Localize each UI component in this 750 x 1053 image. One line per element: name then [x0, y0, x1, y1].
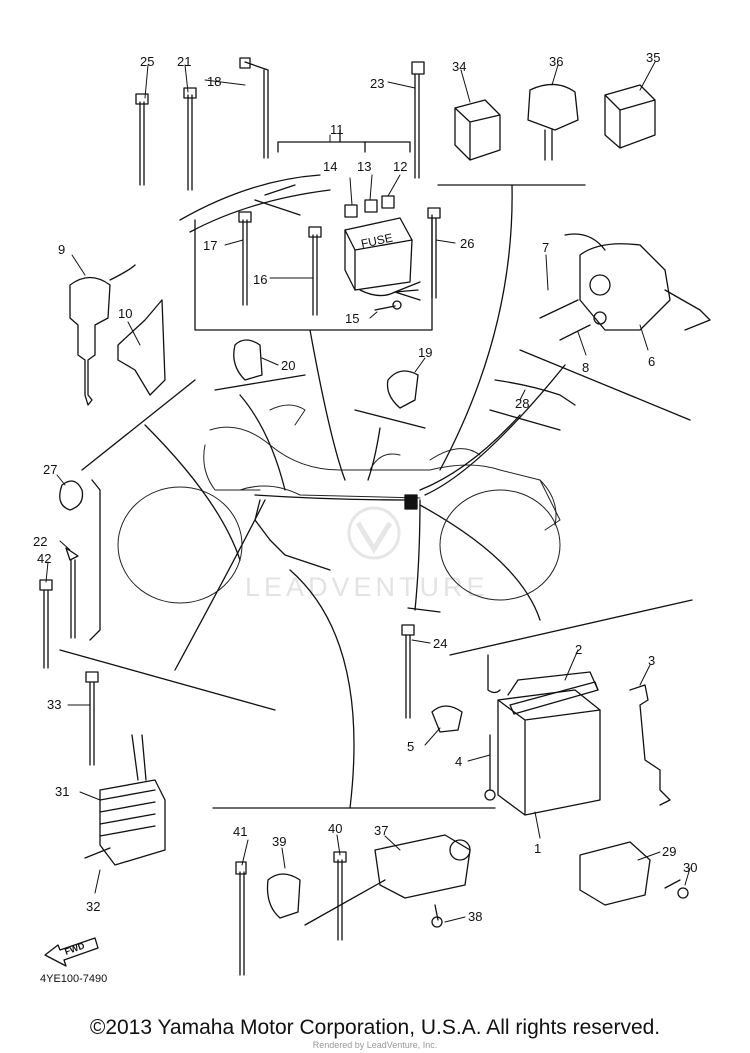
lead-3	[629, 684, 671, 806]
regulator	[99, 779, 166, 866]
watermark-text: LEADVENTURE	[245, 572, 489, 602]
callout-40: 40	[328, 821, 342, 836]
callout-17: 17	[203, 238, 217, 253]
bracket-right-mid	[519, 349, 691, 421]
relay-34	[454, 99, 501, 161]
callout-13: 13	[357, 159, 371, 174]
watermark-logo	[347, 506, 401, 560]
part-code: 4YE100-7490	[40, 973, 108, 985]
wiring-diagram: FUSE FWD 1 2 3 4 5 6 7 8 9 10 11 12 13 1…	[33, 50, 711, 976]
callout-15: 15	[345, 311, 359, 326]
callout-36: 36	[549, 54, 563, 69]
clamp-19	[386, 370, 419, 409]
callout-31: 31	[55, 784, 69, 799]
callout-34: 34	[452, 59, 466, 74]
callout-42: 42	[37, 551, 51, 566]
callout-27: 27	[43, 462, 57, 477]
bracket-20	[214, 374, 306, 391]
callout-22: 22	[33, 534, 47, 549]
callout-18: 18	[207, 74, 221, 89]
callout-10: 10	[118, 306, 132, 321]
ignition-switch	[579, 243, 671, 331]
callout-21: 21	[177, 54, 191, 69]
callout-8: 8	[582, 360, 589, 375]
clamp-20	[233, 339, 263, 381]
relay-35	[604, 84, 656, 149]
callout-38: 38	[468, 909, 482, 924]
battery	[497, 689, 601, 816]
bracket-10	[117, 299, 166, 396]
copyright: ©2013 Yamaha Motor Corporation, U.S.A. A…	[89, 1016, 661, 1039]
bracket-24	[407, 607, 441, 613]
bracket-left-bottom	[59, 649, 276, 711]
callout-5: 5	[407, 739, 414, 754]
clip-27	[59, 480, 84, 511]
callout-16: 16	[253, 272, 267, 287]
callout-29: 29	[662, 844, 676, 859]
bracket-right-lower	[449, 599, 693, 656]
clamp-39	[266, 873, 301, 919]
motorcycle-outline	[117, 404, 561, 604]
callout-1: 1	[534, 841, 541, 856]
callout-24: 24	[433, 636, 447, 651]
bracket-28	[489, 409, 561, 431]
callout-6: 6	[648, 354, 655, 369]
callout-20: 20	[281, 358, 295, 373]
callout-numbers: 1 2 3 4 5 6 7 8 9 10 11 12 13 14 15 16 1…	[33, 50, 697, 924]
switch-9	[69, 276, 111, 406]
battery-band-2	[509, 681, 599, 715]
callout-2: 2	[575, 642, 582, 657]
callout-3: 3	[648, 653, 655, 668]
callout-41: 41	[233, 824, 247, 839]
bracket-left-mid	[81, 379, 196, 471]
relay-36	[527, 83, 579, 161]
callout-28: 28	[515, 396, 529, 411]
bracket-19	[354, 409, 426, 429]
callout-12: 12	[393, 159, 407, 174]
rendered-by: Rendered by LeadVenture, Inc.	[312, 1040, 438, 1050]
callout-30: 30	[683, 860, 697, 875]
callout-4: 4	[455, 754, 462, 769]
relay-29	[579, 841, 651, 906]
callout-33: 33	[47, 697, 61, 712]
callout-23: 23	[370, 76, 384, 91]
callout-26: 26	[460, 236, 474, 251]
callout-9: 9	[58, 242, 65, 257]
callout-25: 25	[140, 54, 154, 69]
callout-14: 14	[323, 159, 337, 174]
callout-7: 7	[542, 240, 549, 255]
bracket-37	[374, 834, 471, 899]
bracket-left-lower	[89, 479, 101, 641]
callout-35: 35	[646, 50, 660, 65]
fuse-label: FUSE	[360, 231, 394, 251]
leader-lines	[45, 61, 691, 923]
callout-39: 39	[272, 834, 286, 849]
callout-19: 19	[418, 345, 432, 360]
wire-28	[494, 379, 576, 406]
callout-32: 32	[86, 899, 100, 914]
clamp-5	[431, 705, 463, 733]
callout-37: 37	[374, 823, 388, 838]
fwd-arrow	[44, 937, 99, 967]
callout-11: 11	[330, 122, 344, 137]
